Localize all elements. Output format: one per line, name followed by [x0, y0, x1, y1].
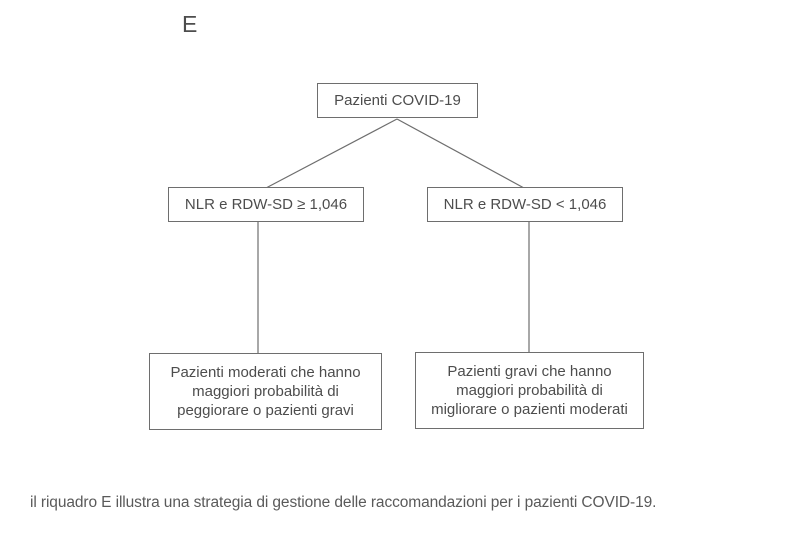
figure-caption: il riquadro E illustra una strategia di …: [30, 494, 657, 511]
node-outcome-high-line-3: peggiorare o pazienti gravi: [177, 402, 354, 419]
node-outcome-high-line-1: Pazienti moderati che hanno: [170, 364, 361, 381]
panel-label: E: [182, 11, 198, 37]
node-outcome-low: Pazienti gravi che hanno maggiori probab…: [415, 352, 644, 429]
node-criteria-low-label: NLR e RDW-SD < 1,046: [443, 196, 607, 213]
connector-root-to-criteria-high: [265, 118, 398, 189]
connector-root-to-criteria-low: [396, 118, 525, 189]
node-outcome-low-line-2: maggiori probabilità di: [456, 382, 603, 399]
node-outcome-high-line-2: maggiori probabilità di: [192, 383, 339, 400]
node-criteria-high-label: NLR e RDW-SD ≥ 1,046: [184, 196, 348, 213]
node-criteria-low: NLR e RDW-SD < 1,046: [427, 187, 623, 222]
node-outcome-high: Pazienti moderati che hanno maggiori pro…: [149, 353, 382, 430]
node-covid-patients-label: Pazienti COVID-19: [334, 92, 461, 109]
node-criteria-high: NLR e RDW-SD ≥ 1,046: [168, 187, 364, 222]
node-covid-patients: Pazienti COVID-19: [317, 83, 478, 118]
node-outcome-low-line-3: migliorare o pazienti moderati: [431, 401, 628, 418]
node-outcome-low-line-1: Pazienti gravi che hanno: [447, 363, 612, 380]
